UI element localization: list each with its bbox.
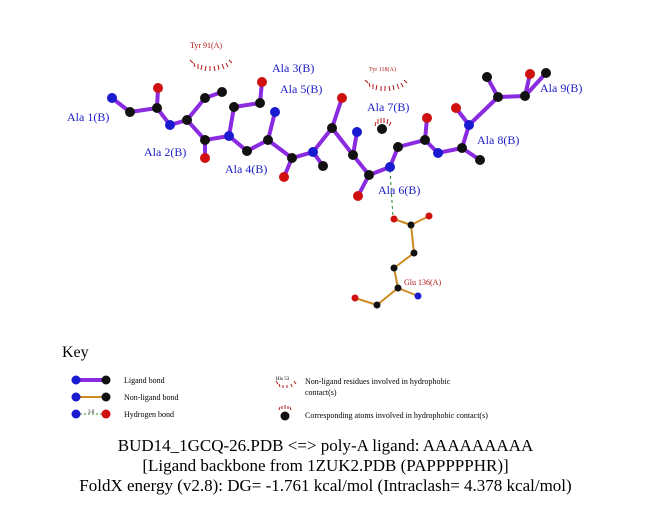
atom-o	[153, 83, 163, 93]
atom-c	[152, 103, 162, 113]
footer-energy: FoldX energy (v2.8): DG= -1.761 kcal/mol…	[79, 476, 572, 495]
key-hydrogen-bond: 3.0 Hydrogen bond	[71, 409, 174, 419]
atom-c	[125, 107, 135, 117]
atom-c	[393, 142, 403, 152]
atom-c	[327, 123, 337, 133]
atom-c	[318, 161, 328, 171]
atom-c	[242, 146, 252, 156]
label-ala2: Ala 2(B)	[144, 145, 186, 159]
atom-c	[420, 135, 430, 145]
hydrophobic-contact-arcs	[189, 59, 408, 127]
key-atom-contact-icon	[278, 405, 292, 411]
atom-c	[182, 115, 192, 125]
key-ligand-bond: Ligand bond	[71, 375, 165, 385]
atom-c	[348, 150, 358, 160]
atom-c	[377, 124, 387, 134]
atom-n	[414, 292, 422, 300]
atom-c	[287, 153, 297, 163]
footer-title: BUD14_1GCQ-26.PDB <=> poly-A ligand: AAA…	[117, 436, 534, 455]
ala7-contact-arc	[374, 118, 392, 127]
atom-c	[457, 143, 467, 153]
atom-c	[407, 221, 415, 229]
key-ligand-bond-label: Ligand bond	[124, 376, 165, 385]
key-his-label: His 53	[276, 377, 290, 382]
atom-o	[451, 103, 461, 113]
atom-c	[390, 264, 398, 272]
label-ala3: Ala 3(B)	[272, 61, 314, 75]
atom-c	[493, 92, 503, 102]
atoms	[107, 68, 551, 309]
key-nonligand-bond-label: Non-ligand bond	[124, 393, 178, 402]
label-tyr91: Tyr 91(A)	[190, 41, 222, 50]
atom-o	[525, 69, 535, 79]
atom-c	[364, 170, 374, 180]
key-hydrophobic-atoms: Corresponding atoms involved in hydropho…	[278, 405, 488, 421]
atom-n	[270, 107, 280, 117]
label-ala7: Ala 7(B)	[367, 100, 409, 114]
label-ala8: Ala 8(B)	[477, 133, 519, 147]
atom-c	[520, 91, 530, 101]
atom-c	[229, 102, 239, 112]
atom-o	[425, 212, 433, 220]
key-hydrogen-bond-label: Hydrogen bond	[124, 410, 174, 419]
nonligand-bonds	[354, 215, 430, 307]
atom-n	[352, 127, 362, 137]
tyr118-contact-arc	[364, 79, 408, 92]
atom-n	[464, 120, 474, 130]
key-atom-icon	[280, 411, 290, 421]
atom-o	[422, 113, 432, 123]
atom-c	[373, 301, 381, 309]
key-hydrophobic-residues-line1: Non-ligand residues involved in hydropho…	[305, 377, 451, 386]
label-glu136: Glu 136(A)	[404, 278, 441, 287]
key-hbond-distance: 3.0	[88, 410, 95, 415]
hydrogen-bond-ala6-glu136	[389, 169, 394, 219]
atom-o	[351, 294, 359, 302]
key-title: Key	[62, 344, 89, 361]
atom-n	[165, 120, 175, 130]
label-ala6: Ala 6(B)	[378, 183, 420, 197]
atom-n	[433, 148, 443, 158]
key-hydrophobic-atoms-label: Corresponding atoms involved in hydropho…	[305, 411, 488, 420]
atom-o	[200, 153, 210, 163]
label-ala9: Ala 9(B)	[540, 81, 582, 95]
atom-c	[394, 284, 402, 292]
atom-c	[200, 93, 210, 103]
atom-n	[107, 93, 117, 103]
key-hydrophobic-residues: His 53 Non-ligand residues involved in h…	[275, 377, 451, 397]
label-tyr118: Tyr 118(A)	[369, 66, 396, 73]
label-ala4: Ala 4(B)	[225, 162, 267, 176]
atom-o	[390, 215, 398, 223]
footer-backbone: [Ligand backbone from 1ZUK2.PDB (PAPPPPP…	[142, 456, 509, 475]
atom-c	[263, 135, 273, 145]
label-ala5: Ala 5(B)	[280, 82, 322, 96]
tyr91-contact-arc	[189, 59, 233, 72]
atom-o	[279, 172, 289, 182]
atom-c	[541, 68, 551, 78]
key-hydrophobic-residues-line2: contact(s)	[305, 388, 337, 397]
label-ala1: Ala 1(B)	[67, 110, 109, 124]
key-hydrophobic-arc-icon	[275, 380, 297, 388]
atom-o	[353, 191, 363, 201]
atom-o	[257, 77, 267, 87]
atom-n	[385, 162, 395, 172]
key-nonligand-bond: Non-ligand bond	[71, 392, 178, 402]
atom-n	[224, 131, 234, 141]
atom-c	[200, 135, 210, 145]
atom-c	[482, 72, 492, 82]
atom-o	[337, 93, 347, 103]
atom-n	[308, 147, 318, 157]
atom-c	[255, 98, 265, 108]
atom-c	[410, 249, 418, 257]
atom-c	[475, 155, 485, 165]
atom-c	[217, 87, 227, 97]
